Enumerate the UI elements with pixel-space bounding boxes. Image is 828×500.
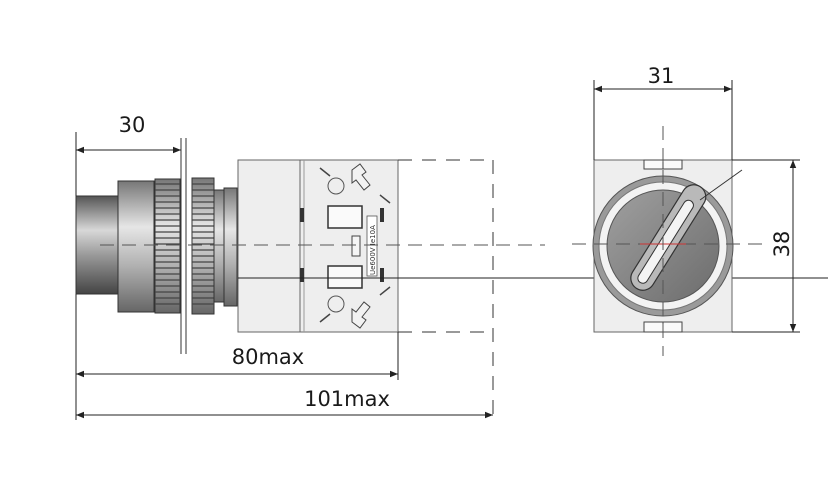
terminal-clamp-bottom xyxy=(351,301,371,329)
side-dimensions: 30 80max 101max xyxy=(75,113,493,420)
terminal-screw-top xyxy=(327,177,345,195)
terminal-screw-bottom xyxy=(327,295,345,313)
front-view xyxy=(572,126,762,356)
terminal-slot-bottom xyxy=(327,265,363,289)
side-view: Ue600V Ie10A xyxy=(75,138,828,420)
dim-38-label: 38 xyxy=(770,231,794,258)
front-dimensions: 31 38 xyxy=(593,64,800,333)
knurled-nut-front xyxy=(154,178,181,314)
marking-text: Ue600V Ie10A xyxy=(369,225,377,275)
rear-collar xyxy=(223,187,238,307)
housing-left xyxy=(237,159,301,333)
terminal-slot-top xyxy=(327,205,363,229)
terminal-clamp-top xyxy=(351,163,371,191)
dim-80max-label: 80max xyxy=(232,345,304,369)
dim-101max-label: 101max xyxy=(304,387,390,411)
dim-30-label: 30 xyxy=(119,113,146,137)
knurled-nut-rear xyxy=(191,177,215,315)
actuator-collar xyxy=(117,180,155,313)
contact-block xyxy=(299,159,399,333)
contact-block-marking: Ue600V Ie10A xyxy=(366,215,378,277)
threaded-body xyxy=(213,189,225,303)
dim-31-label: 31 xyxy=(648,64,675,88)
